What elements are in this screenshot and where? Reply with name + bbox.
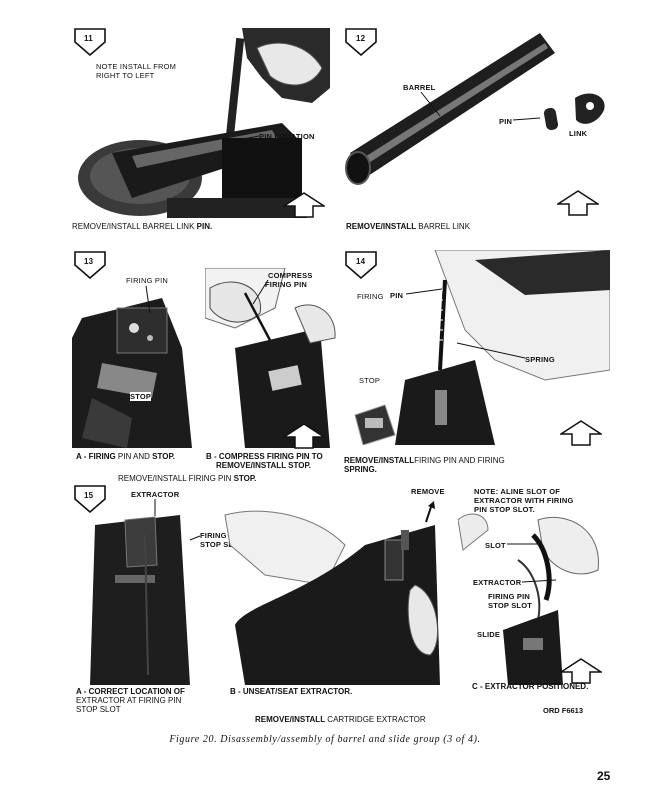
step-number: 12: [356, 34, 366, 43]
leader-line: [512, 117, 541, 121]
note-line-2: RIGHT TO LEFT: [96, 71, 155, 80]
label-fp-slot-c-2: STOP SLOT: [488, 601, 533, 610]
photo-firing-pin-spring: [354, 250, 610, 445]
caption-text: PIN AND: [117, 452, 153, 461]
caption-step-15-b: B - UNSEAT/SEAT EXTRACTOR.: [230, 687, 353, 696]
caption-text: CARTRIDGE EXTRACTOR: [325, 715, 426, 724]
caption-text: REMOVE/INSTALL BARREL LINK: [72, 222, 197, 231]
label-fp-slot-2: STOP SLOT: [200, 540, 245, 549]
note-line-1: NOTE: ALINE SLOT OF: [474, 487, 561, 496]
leader-line: [252, 279, 269, 305]
label-compress: COMPRESS: [268, 271, 313, 280]
photo-extractor-positioned-c: [458, 513, 599, 685]
caption-step-13-b-line1: B - COMPRESS FIRING PIN TO: [206, 452, 323, 461]
ord-number: ORD F6613: [543, 706, 584, 715]
caption-step-13-a: A - FIRING PIN AND STOP.: [76, 452, 175, 462]
leader-line: [405, 288, 443, 295]
caption-step-13-b-line2: REMOVE/INSTALL STOP.: [216, 461, 311, 470]
label-spring: SPRING: [525, 355, 555, 364]
page-number: 25: [597, 769, 611, 783]
label-fp-slot-1: FIRING PIN: [200, 531, 243, 540]
leader-line: [189, 535, 201, 541]
caption-step-15-a-line1: A - CORRECT LOCATION OF: [76, 687, 185, 696]
label-pin-location: PIN LOCATION: [259, 132, 315, 141]
photo-barrel-link-pin: [78, 28, 330, 218]
label-slot: SLOT: [485, 541, 506, 550]
caption-step-11: REMOVE/INSTALL BARREL LINK PIN.: [72, 222, 212, 232]
label-fp-slot-c-1: FIRING PIN: [488, 592, 531, 601]
label-firing-pin: FIRING PIN: [126, 276, 169, 285]
caption-step-13: REMOVE/INSTALL FIRING PIN STOP.: [118, 474, 256, 484]
label-pin: PIN: [390, 291, 404, 300]
caption-emphasis: REMOVE/INSTALL: [255, 715, 326, 724]
step-arrow-icon: [345, 28, 377, 56]
label-remove: REMOVE: [411, 487, 445, 496]
photo-extractor-location-a: [90, 515, 190, 685]
caption-step-15-c: C - EXTRACTOR POSITIONED.: [472, 682, 589, 691]
note-line-3: PIN STOP SLOT.: [474, 505, 535, 514]
photo-firing-pin-stop-a: [72, 298, 192, 448]
leader-line: [521, 579, 557, 583]
caption-step-14-line2: SPRING.: [344, 465, 377, 474]
orientation-arrow-icon: [283, 423, 325, 449]
leader-line: [456, 342, 526, 359]
label-link: LINK: [569, 129, 588, 138]
step-arrow-icon: [345, 251, 377, 279]
photo-unseat-seat-extractor-b: [224, 510, 440, 685]
step-number: 13: [84, 257, 94, 266]
leader-line: [507, 543, 541, 545]
photo-barrel-and-link: [345, 33, 605, 185]
caption-emphasis: REMOVE/INSTALL: [346, 222, 417, 231]
orientation-arrow-icon: [560, 420, 602, 446]
label-firing-pin-b: FIRING PIN: [265, 280, 308, 289]
step-number: 15: [84, 491, 94, 500]
orientation-arrow-icon: [283, 192, 325, 218]
label-extractor-c: EXTRACTOR: [473, 578, 522, 587]
caption-step-15-a-line3: STOP SLOT: [76, 705, 121, 714]
label-pin: PIN: [499, 117, 513, 126]
photo-compress-firing-pin-b: [205, 268, 336, 448]
caption-emphasis: A - FIRING: [76, 452, 118, 461]
label-barrel: BARREL: [403, 83, 436, 92]
label-firing: FIRING: [357, 292, 384, 301]
step-arrow-icon: [74, 251, 106, 279]
caption-emphasis: PIN.: [196, 222, 213, 231]
note-line-1: NOTE INSTALL FROM: [96, 62, 177, 71]
remove-arrow-icon: [425, 501, 435, 523]
figure-caption: Figure 20. Disassembly/assembly of barre…: [169, 734, 481, 745]
orientation-arrow-icon: [560, 658, 602, 684]
label-stop: STOP: [359, 376, 381, 385]
leader-line: [145, 285, 151, 314]
caption-text: FIRING PIN AND FIRING: [414, 456, 505, 465]
caption-step-15: REMOVE/INSTALL CARTRIDGE EXTRACTOR: [255, 715, 426, 725]
caption-step-12: REMOVE/INSTALL BARREL LINK: [346, 222, 470, 232]
caption-text: REMOVE/INSTALL FIRING PIN: [118, 474, 234, 483]
step-arrow-icon: [74, 28, 106, 56]
label-slide: SLIDE: [477, 630, 501, 639]
orientation-arrow-icon: [557, 190, 599, 216]
caption-emphasis: REMOVE/INSTALL: [344, 456, 415, 465]
caption-emphasis: STOP.: [233, 474, 257, 483]
step-number: 11: [84, 34, 93, 43]
note-line-2: EXTRACTOR WITH FIRING: [474, 496, 574, 505]
leader-line: [226, 135, 260, 143]
label-extractor: EXTRACTOR: [131, 490, 180, 499]
caption-step-14-line1: REMOVE/INSTALLFIRING PIN AND FIRING: [344, 456, 505, 466]
step-arrow-icon: [74, 485, 106, 513]
caption-step-15-a-line2: EXTRACTOR AT FIRING PIN: [76, 696, 182, 705]
label-stop: STOP: [130, 392, 152, 401]
caption-text: BARREL LINK: [416, 222, 471, 231]
leader-line: [420, 91, 441, 117]
step-number: 14: [356, 257, 366, 266]
leader-line: [154, 499, 156, 516]
caption-emphasis: STOP.: [152, 452, 175, 461]
